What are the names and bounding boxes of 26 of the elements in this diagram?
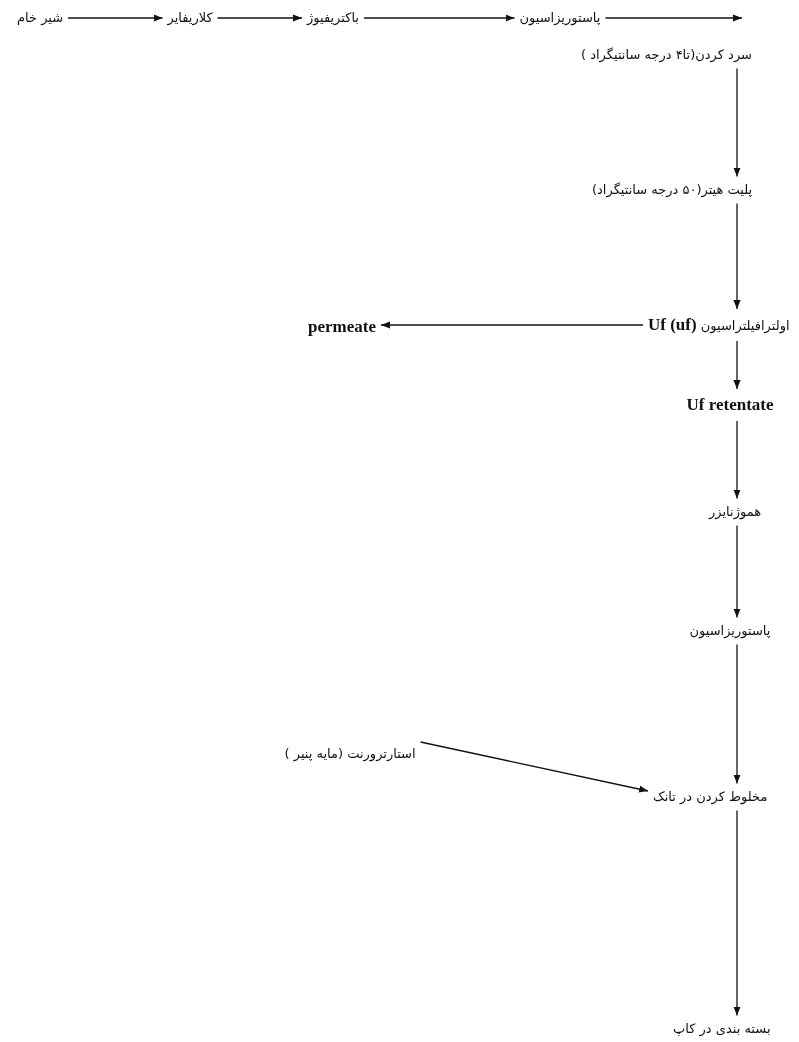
step-label: باکتریفیوژ: [307, 9, 359, 27]
arrow: [419, 741, 649, 793]
arrow: [733, 524, 741, 619]
step-label: پاستوریزاسیون: [519, 9, 601, 27]
arrow: [733, 67, 741, 178]
step-label: پلیت هیتر(۵۰ درجه سانتیگراد): [592, 181, 753, 199]
step-label: پاستوریزاسیون: [689, 622, 771, 640]
step-label: هموژنایزر: [709, 503, 761, 521]
step-label: بسته بندی در کاپ: [673, 1020, 771, 1038]
arrow: [733, 202, 741, 310]
arrow: [67, 14, 164, 22]
step-label: Uf retentate: [686, 394, 774, 417]
step-label: شیر خام: [17, 9, 64, 27]
step-label: permeate: [308, 316, 376, 339]
arrow: [733, 809, 741, 1017]
step-label: استارترورنت (مایه پنیر ): [284, 745, 416, 763]
arrow: [733, 420, 741, 500]
arrow: [380, 321, 644, 329]
step-label: مخلوط کردن در تانک: [653, 788, 768, 806]
arrow: [363, 14, 516, 22]
step-label: سرد کردن(تا۴ درجه سانتیگراد ): [581, 46, 752, 64]
arrow: [733, 643, 741, 785]
step-label: کلاریفایر: [167, 9, 213, 27]
arrow: [604, 14, 743, 22]
arrow: [216, 14, 303, 22]
arrow: [733, 340, 741, 390]
